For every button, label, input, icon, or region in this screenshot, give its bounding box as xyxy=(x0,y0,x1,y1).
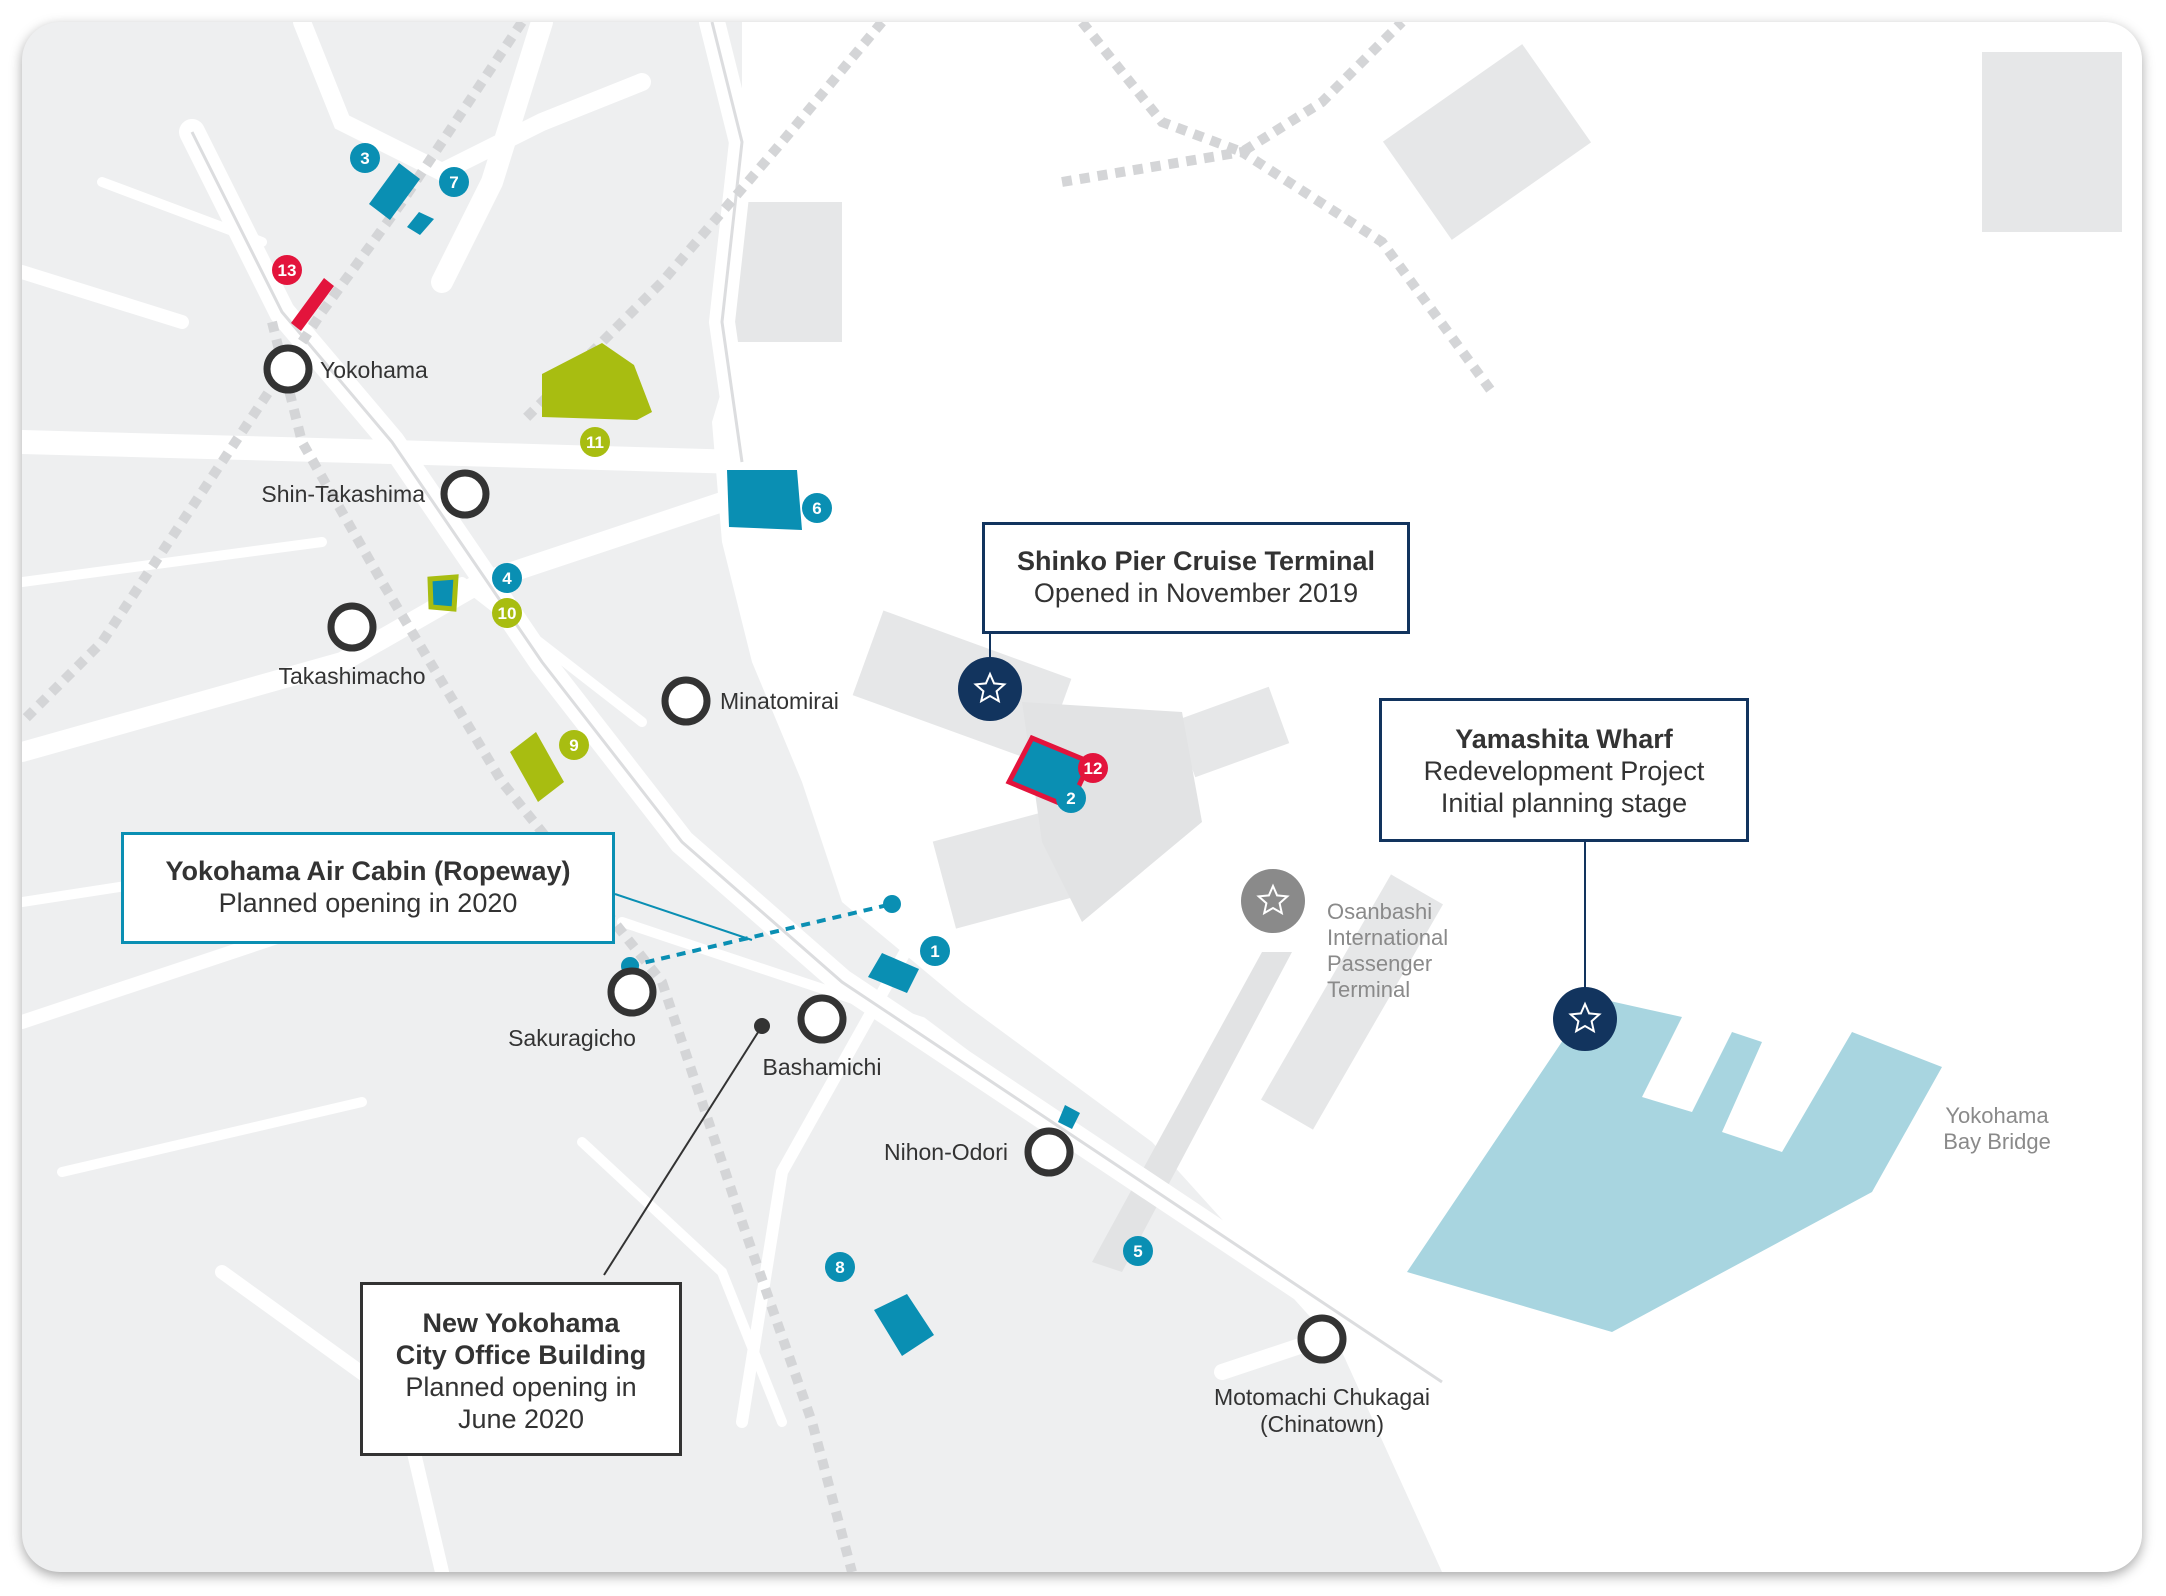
sites-olive xyxy=(510,343,652,802)
svg-text:2: 2 xyxy=(1066,789,1075,808)
marker-6: 6 xyxy=(802,493,832,523)
label-osanbashi-4: Terminal xyxy=(1327,977,1410,1002)
callout-yamashita: Yamashita Wharf Redevelopment Project In… xyxy=(1379,698,1749,842)
marker-13: 13 xyxy=(272,255,302,285)
station-motomachi xyxy=(1297,1314,1347,1364)
svg-text:4: 4 xyxy=(502,569,512,588)
station-shin-takashima xyxy=(440,469,490,519)
callout-cityoffice: New Yokohama City Office Building Planne… xyxy=(360,1282,682,1456)
station-bashamichi xyxy=(797,994,847,1044)
marker-9: 9 xyxy=(559,730,589,760)
callout-yamashita-title: Yamashita Wharf xyxy=(1455,724,1673,754)
marker-5: 5 xyxy=(1123,1236,1153,1266)
map-canvas: Yokohama Shin-Takashima Takashimacho Min… xyxy=(22,22,2142,1572)
ropeway-line xyxy=(629,902,893,968)
callout-aircabin-sub: Planned opening in 2020 xyxy=(218,888,518,918)
marker-2: 2 xyxy=(1056,783,1086,813)
callout-cityoffice-title2: City Office Building xyxy=(395,1340,647,1370)
label-osanbashi-1: Osanbashi xyxy=(1327,899,1432,924)
label-motomachi-sub: (Chinatown) xyxy=(1260,1411,1384,1437)
land-blocks xyxy=(722,44,2122,1130)
site-4-outline xyxy=(427,574,459,612)
station-markers xyxy=(263,344,1347,1364)
svg-text:6: 6 xyxy=(812,499,821,518)
label-osanbashi-3: Passenger xyxy=(1327,951,1432,976)
station-sakuragicho xyxy=(607,967,657,1017)
marker-10: 10 xyxy=(492,598,522,628)
svg-text:1: 1 xyxy=(930,942,939,961)
label-motomachi: Motomachi Chukagai xyxy=(1214,1384,1430,1410)
station-nihon-odori xyxy=(1024,1127,1074,1177)
svg-text:9: 9 xyxy=(569,736,578,755)
svg-text:7: 7 xyxy=(449,173,458,192)
callout-aircabin-title: Yokohama Air Cabin (Ropeway) xyxy=(165,856,571,886)
callout-cityoffice-sub1: Planned opening in xyxy=(405,1372,637,1402)
road-centerlines xyxy=(190,22,1443,1384)
label-sakuragicho: Sakuragicho xyxy=(508,1025,636,1051)
station-minatomirai xyxy=(661,676,711,726)
callout-shinko: Shinko Pier Cruise Terminal Opened in No… xyxy=(982,522,1410,634)
callout-yamashita-sub2: Initial planning stage xyxy=(1440,788,1688,818)
marker-8: 8 xyxy=(825,1252,855,1282)
label-baybridge-2: Bay Bridge xyxy=(1943,1129,2051,1154)
star-icon-shinko xyxy=(958,657,1022,721)
label-shin-takashima: Shin-Takashima xyxy=(261,481,425,507)
marker-12: 12 xyxy=(1078,753,1108,783)
label-nihon-odori: Nihon-Odori xyxy=(884,1139,1008,1165)
svg-text:5: 5 xyxy=(1133,1242,1142,1261)
station-yokohama xyxy=(263,344,313,394)
landmark-labels: Osanbashi International Passenger Termin… xyxy=(1327,899,2051,1154)
numbered-markers: 1 2 3 4 5 6 7 8 9 10 11 12 13 xyxy=(272,143,1153,1282)
label-yokohama: Yokohama xyxy=(320,357,428,383)
marker-3: 3 xyxy=(350,143,380,173)
yamashita-wharf-area xyxy=(1407,997,1942,1332)
callout-cityoffice-sub2: June 2020 xyxy=(457,1404,585,1434)
label-osanbashi-2: International xyxy=(1327,925,1448,950)
star-icon-osanbashi xyxy=(1241,869,1305,933)
label-minatomirai: Minatomirai xyxy=(720,688,839,714)
marker-4: 4 xyxy=(492,563,522,593)
svg-text:11: 11 xyxy=(586,433,604,452)
label-takashimacho: Takashimacho xyxy=(278,663,425,689)
star-icon-yamashita xyxy=(1553,987,1617,1051)
callout-aircabin: Yokohama Air Cabin (Ropeway) Planned ope… xyxy=(121,832,615,944)
callout-yamashita-sub1: Redevelopment Project xyxy=(1423,756,1705,786)
callout-shinko-sub: Opened in November 2019 xyxy=(1033,578,1359,608)
city-office-pin xyxy=(754,1018,770,1034)
svg-text:12: 12 xyxy=(1084,759,1103,778)
callout-cityoffice-title1: New Yokohama xyxy=(422,1308,620,1338)
svg-text:3: 3 xyxy=(360,149,369,168)
ropeway-end-east xyxy=(883,895,901,913)
site-13 xyxy=(291,278,334,331)
map-frame: Yokohama Shin-Takashima Takashimacho Min… xyxy=(22,22,2142,1572)
svg-text:10: 10 xyxy=(498,604,517,623)
label-bashamichi: Bashamichi xyxy=(763,1054,882,1080)
svg-text:8: 8 xyxy=(835,1258,844,1277)
station-labels: Yokohama Shin-Takashima Takashimacho Min… xyxy=(261,357,1430,1437)
marker-11: 11 xyxy=(580,427,610,457)
marker-1: 1 xyxy=(920,936,950,966)
svg-text:13: 13 xyxy=(278,261,297,280)
callout-shinko-title: Shinko Pier Cruise Terminal xyxy=(1016,546,1376,576)
label-baybridge-1: Yokohama xyxy=(1945,1103,2049,1128)
station-takashimacho xyxy=(327,602,377,652)
marker-7: 7 xyxy=(439,167,469,197)
